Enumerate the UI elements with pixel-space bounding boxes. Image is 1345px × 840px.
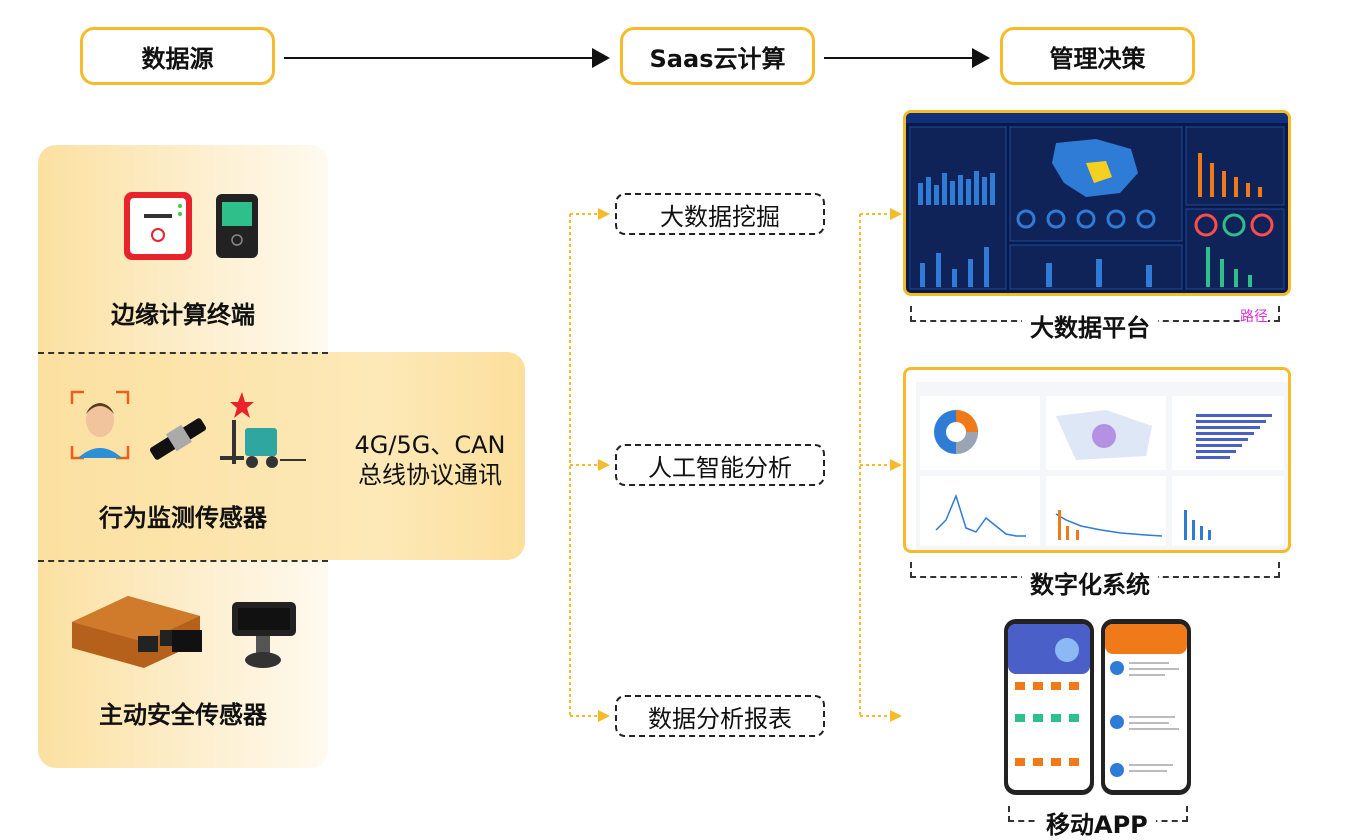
saas-box: Saas云计算 [620,27,815,85]
big-data-mining-label: 大数据挖掘 [660,202,780,231]
behavior-sensor-image [70,390,310,470]
digital-caption: 数字化系统 [1022,565,1158,600]
comm-line-1: 4G/5G、CAN [354,431,506,459]
data-source-box: 数据源 [80,27,275,85]
active-safety-image [68,592,308,672]
forklift-icon [220,392,306,468]
phone-right [1101,619,1191,795]
edge-terminal-image [122,190,272,262]
arrow-saas-to-decision [824,48,990,68]
active-safety-icons [72,596,296,668]
separator-2 [38,560,328,562]
decision-box: 管理决策 [1000,27,1195,85]
comm-protocol-text: 4G/5G、CAN 总线协议通讯 [340,430,520,490]
digital-system-graphic [906,370,1288,550]
digital-system-screenshot [903,367,1291,553]
behavior-sensor-label: 行为监测传感器 [99,504,267,532]
phones-graphic [1004,619,1191,795]
platform-caption: 大数据平台 [1022,308,1158,343]
left-connector [569,213,600,717]
edge-terminal-label: 边缘计算终端 [111,301,255,329]
ai-analysis-box: 人工智能分析 [615,444,825,486]
decision-label: 管理决策 [1049,44,1146,73]
big-data-platform-screenshot [903,110,1291,296]
comm-line-2: 总线协议通讯 [358,461,502,489]
face-scan-icon [70,390,130,460]
seatbelt-icon [149,418,207,460]
right-connector [859,213,892,717]
phone-left [1004,619,1094,795]
data-report-label: 数据分析报表 [648,704,792,733]
app-caption: 移动APP [1038,805,1156,840]
ai-analysis-label: 人工智能分析 [648,453,792,482]
saas-label: Saas云计算 [649,44,786,73]
arrow-source-to-saas [284,48,610,68]
dashboard-graphic [906,113,1288,290]
arrow-to-digital [890,459,902,471]
big-data-mining-box: 大数据挖掘 [615,193,825,235]
arrow-to-platform [890,208,902,220]
data-report-box: 数据分析报表 [615,695,825,737]
platform-note: 路径 [1240,306,1268,326]
edge-device-icon [124,192,258,260]
data-source-label: 数据源 [141,44,214,73]
arrow-to-mining [598,208,610,220]
arrow-to-ai [598,459,610,471]
camera-icon [232,602,296,668]
behavior-icons [70,390,306,468]
active-safety-label: 主动安全传感器 [99,701,267,729]
arrow-to-app [890,710,902,722]
mobile-app-phones [1003,618,1193,798]
arrow-to-report [598,710,610,722]
dvr-box-icon [72,596,202,668]
separator-1 [38,352,328,354]
